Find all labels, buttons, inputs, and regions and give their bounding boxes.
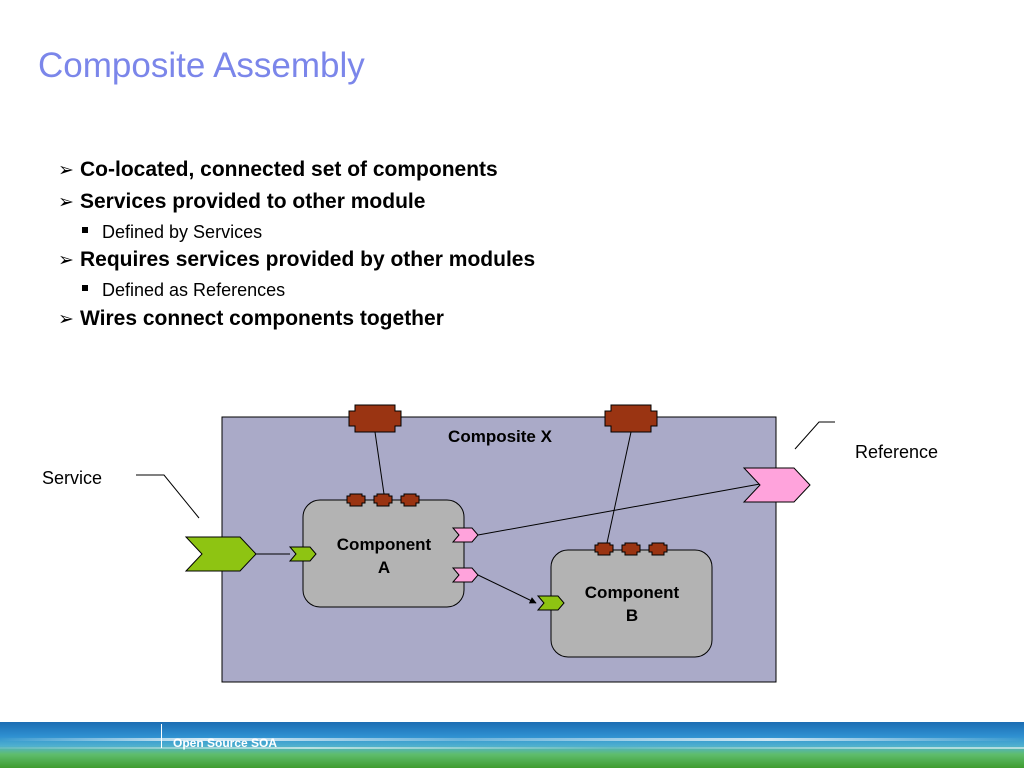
sub-bullet-text: Defined by Services: [102, 222, 263, 242]
wire-component-a-to-component-b: [477, 574, 537, 604]
footer-divider: [161, 724, 162, 748]
service-callout-line: [136, 474, 200, 519]
component-a-label: A: [378, 558, 390, 577]
arrow-bullet-icon: ➢: [58, 309, 74, 330]
arrow-bullet-icon: ➢: [58, 250, 74, 271]
footer-streak: [0, 738, 1024, 741]
composite-reference-icon: [742, 467, 811, 503]
component-property-icon: [648, 542, 668, 556]
footer-bar: Open Source SOA: [0, 722, 1024, 768]
bullet-item: ➢ Requires services provided by other mod…: [58, 248, 535, 272]
square-bullet-icon: [82, 227, 88, 234]
sub-bullet-text: Defined as References: [102, 280, 286, 300]
service-label: Service: [42, 468, 102, 488]
component-property-icon: [621, 542, 641, 556]
component-property-icon: [594, 542, 614, 556]
square-bullet-icon: [82, 285, 88, 292]
bullet-text: Services provided to other module: [80, 190, 426, 213]
wire-component-a-to-reference: [477, 483, 761, 536]
reference-label: Reference: [855, 442, 938, 462]
arrow-bullet-icon: ➢: [58, 192, 74, 213]
component-service-icon: [536, 595, 565, 611]
component-service-icon: [288, 546, 317, 562]
composite-property-icon: [348, 404, 402, 433]
bullet-item: ➢ Co-located, connected set of components: [58, 158, 498, 182]
reference-callout-line: [794, 421, 835, 450]
component-b-label: B: [626, 606, 638, 625]
component-reference-icon: [451, 567, 479, 583]
composite-diagram: Composite X Component A Component B Serv…: [42, 404, 938, 683]
composite-label: Composite X: [448, 427, 553, 446]
footer-text: Open Source SOA: [173, 736, 278, 750]
footer-streak: [0, 747, 1024, 749]
arrow-bullet-icon: ➢: [58, 160, 74, 181]
bullet-item: ➢ Wires connect components together: [58, 307, 444, 331]
wire-property-to-component-b: [606, 431, 632, 544]
bullet-item: ➢ Services provided to other module: [58, 190, 425, 214]
bullet-text: Co-located, connected set of components: [80, 158, 498, 181]
composite-property-icon: [604, 404, 658, 433]
bullet-text: Requires services provided by other modu…: [80, 248, 536, 271]
sub-bullet-item: Defined by Services: [82, 222, 262, 243]
wire-property-to-component-a: [374, 431, 385, 495]
component-property-icon: [346, 493, 366, 507]
page-title: Composite Assembly: [38, 46, 365, 85]
component-property-icon: [400, 493, 420, 507]
sub-bullet-item: Defined as References: [82, 280, 285, 301]
bullet-text: Wires connect components together: [80, 307, 444, 330]
component-reference-icon: [451, 527, 479, 543]
composite-service-icon: [184, 536, 257, 572]
component-a-label: Component: [337, 535, 432, 554]
component-property-icon: [373, 493, 393, 507]
component-b-label: Component: [585, 583, 680, 602]
component-b-box: [550, 549, 713, 658]
